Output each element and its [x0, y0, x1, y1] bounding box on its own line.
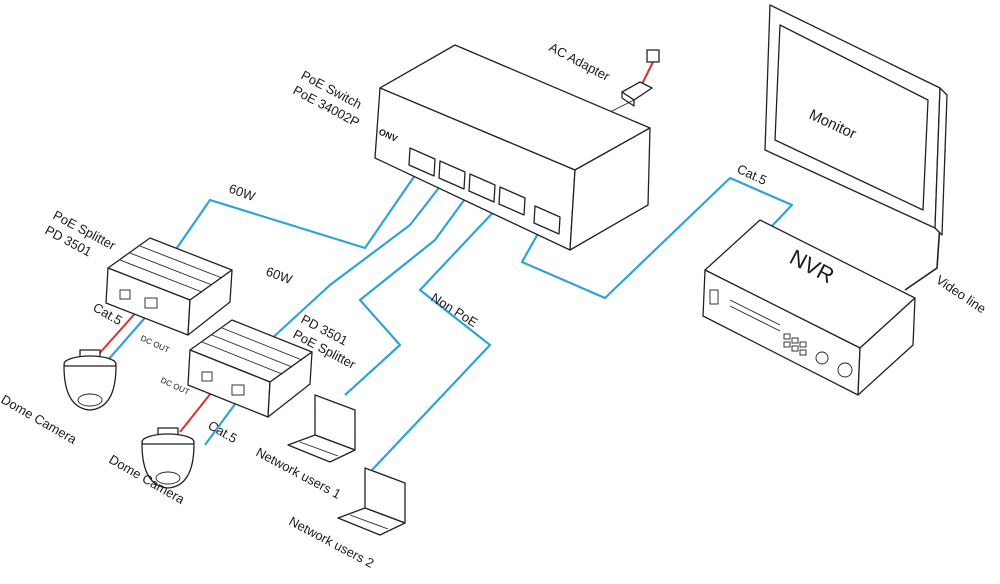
cable-switch-to-splitter1 — [169, 167, 421, 259]
laptop-user-2 — [337, 467, 406, 536]
60w-label-b: 60W — [264, 264, 295, 287]
cable-splitter1-to-camera1 — [107, 311, 151, 361]
poe-splitter-2 — [187, 319, 313, 418]
laptop-user-1 — [287, 394, 356, 463]
60w-label-a: 60W — [227, 181, 258, 204]
switch-side — [569, 127, 651, 251]
splitter2-dc-out-label: DC OUT — [159, 376, 191, 397]
cables — [107, 149, 946, 471]
monitor-side — [934, 87, 948, 236]
nvr-drive-slot — [729, 299, 781, 326]
dome-camera-2 — [141, 427, 195, 489]
cable-switch-to-user1 — [344, 191, 471, 396]
switch-port-2 — [438, 160, 466, 190]
poe-splitter-1 — [105, 237, 233, 336]
nvr-power-button — [709, 289, 719, 305]
splitter2-side — [267, 351, 313, 418]
switch-port-uplink — [533, 205, 561, 235]
monitor-screen — [774, 24, 929, 211]
nvr — [702, 219, 916, 396]
switch-port-1 — [408, 147, 436, 177]
camera1-label: Dome Camera — [0, 392, 80, 448]
cat5-nvr-label: Cat.5 — [735, 161, 770, 188]
ac-adapter — [599, 49, 660, 119]
splitter2-lan-port — [231, 384, 245, 396]
ac-adapter-label: AC Adapter — [547, 39, 613, 84]
switch-port-4 — [498, 186, 526, 216]
splitter1-dc-out-label: DC OUT — [139, 334, 171, 355]
power-splitter2-to-camera2 — [179, 387, 216, 433]
monitor — [764, 4, 948, 236]
cable-switch-to-nvr — [520, 176, 794, 300]
splitter2-fins — [201, 327, 303, 375]
camera2-dome-icon — [141, 443, 195, 489]
wall-socket-icon — [646, 49, 660, 63]
cable-switch-to-user2 — [371, 204, 501, 471]
poe-switch: ONV — [374, 44, 651, 251]
splitter1-dc-port — [119, 289, 131, 300]
cable-switch-to-splitter2 — [267, 179, 446, 343]
non-poe-label: Non PoE — [428, 290, 480, 330]
video-line-label: Video line — [933, 272, 989, 316]
dome-camera-1 — [63, 349, 117, 411]
power-splitter1-to-camera1 — [97, 307, 141, 356]
cable-splitter2-to-camera2 — [204, 399, 239, 446]
splitter1-fins — [119, 245, 223, 293]
nvr-knob-1 — [815, 351, 829, 365]
splitter1-lan-port — [144, 297, 158, 309]
nvr-knob-2 — [837, 362, 853, 378]
splitter1-side — [187, 269, 233, 336]
switch-port-3 — [468, 173, 496, 203]
splitter2-dc-port — [201, 371, 213, 382]
camera1-dome-icon — [63, 365, 117, 411]
switch-ports — [408, 147, 561, 235]
laptop2-keyboard — [337, 507, 406, 536]
nvr-buttons — [783, 333, 807, 356]
nvr-side — [857, 297, 916, 396]
laptop1-keyboard — [287, 434, 356, 463]
